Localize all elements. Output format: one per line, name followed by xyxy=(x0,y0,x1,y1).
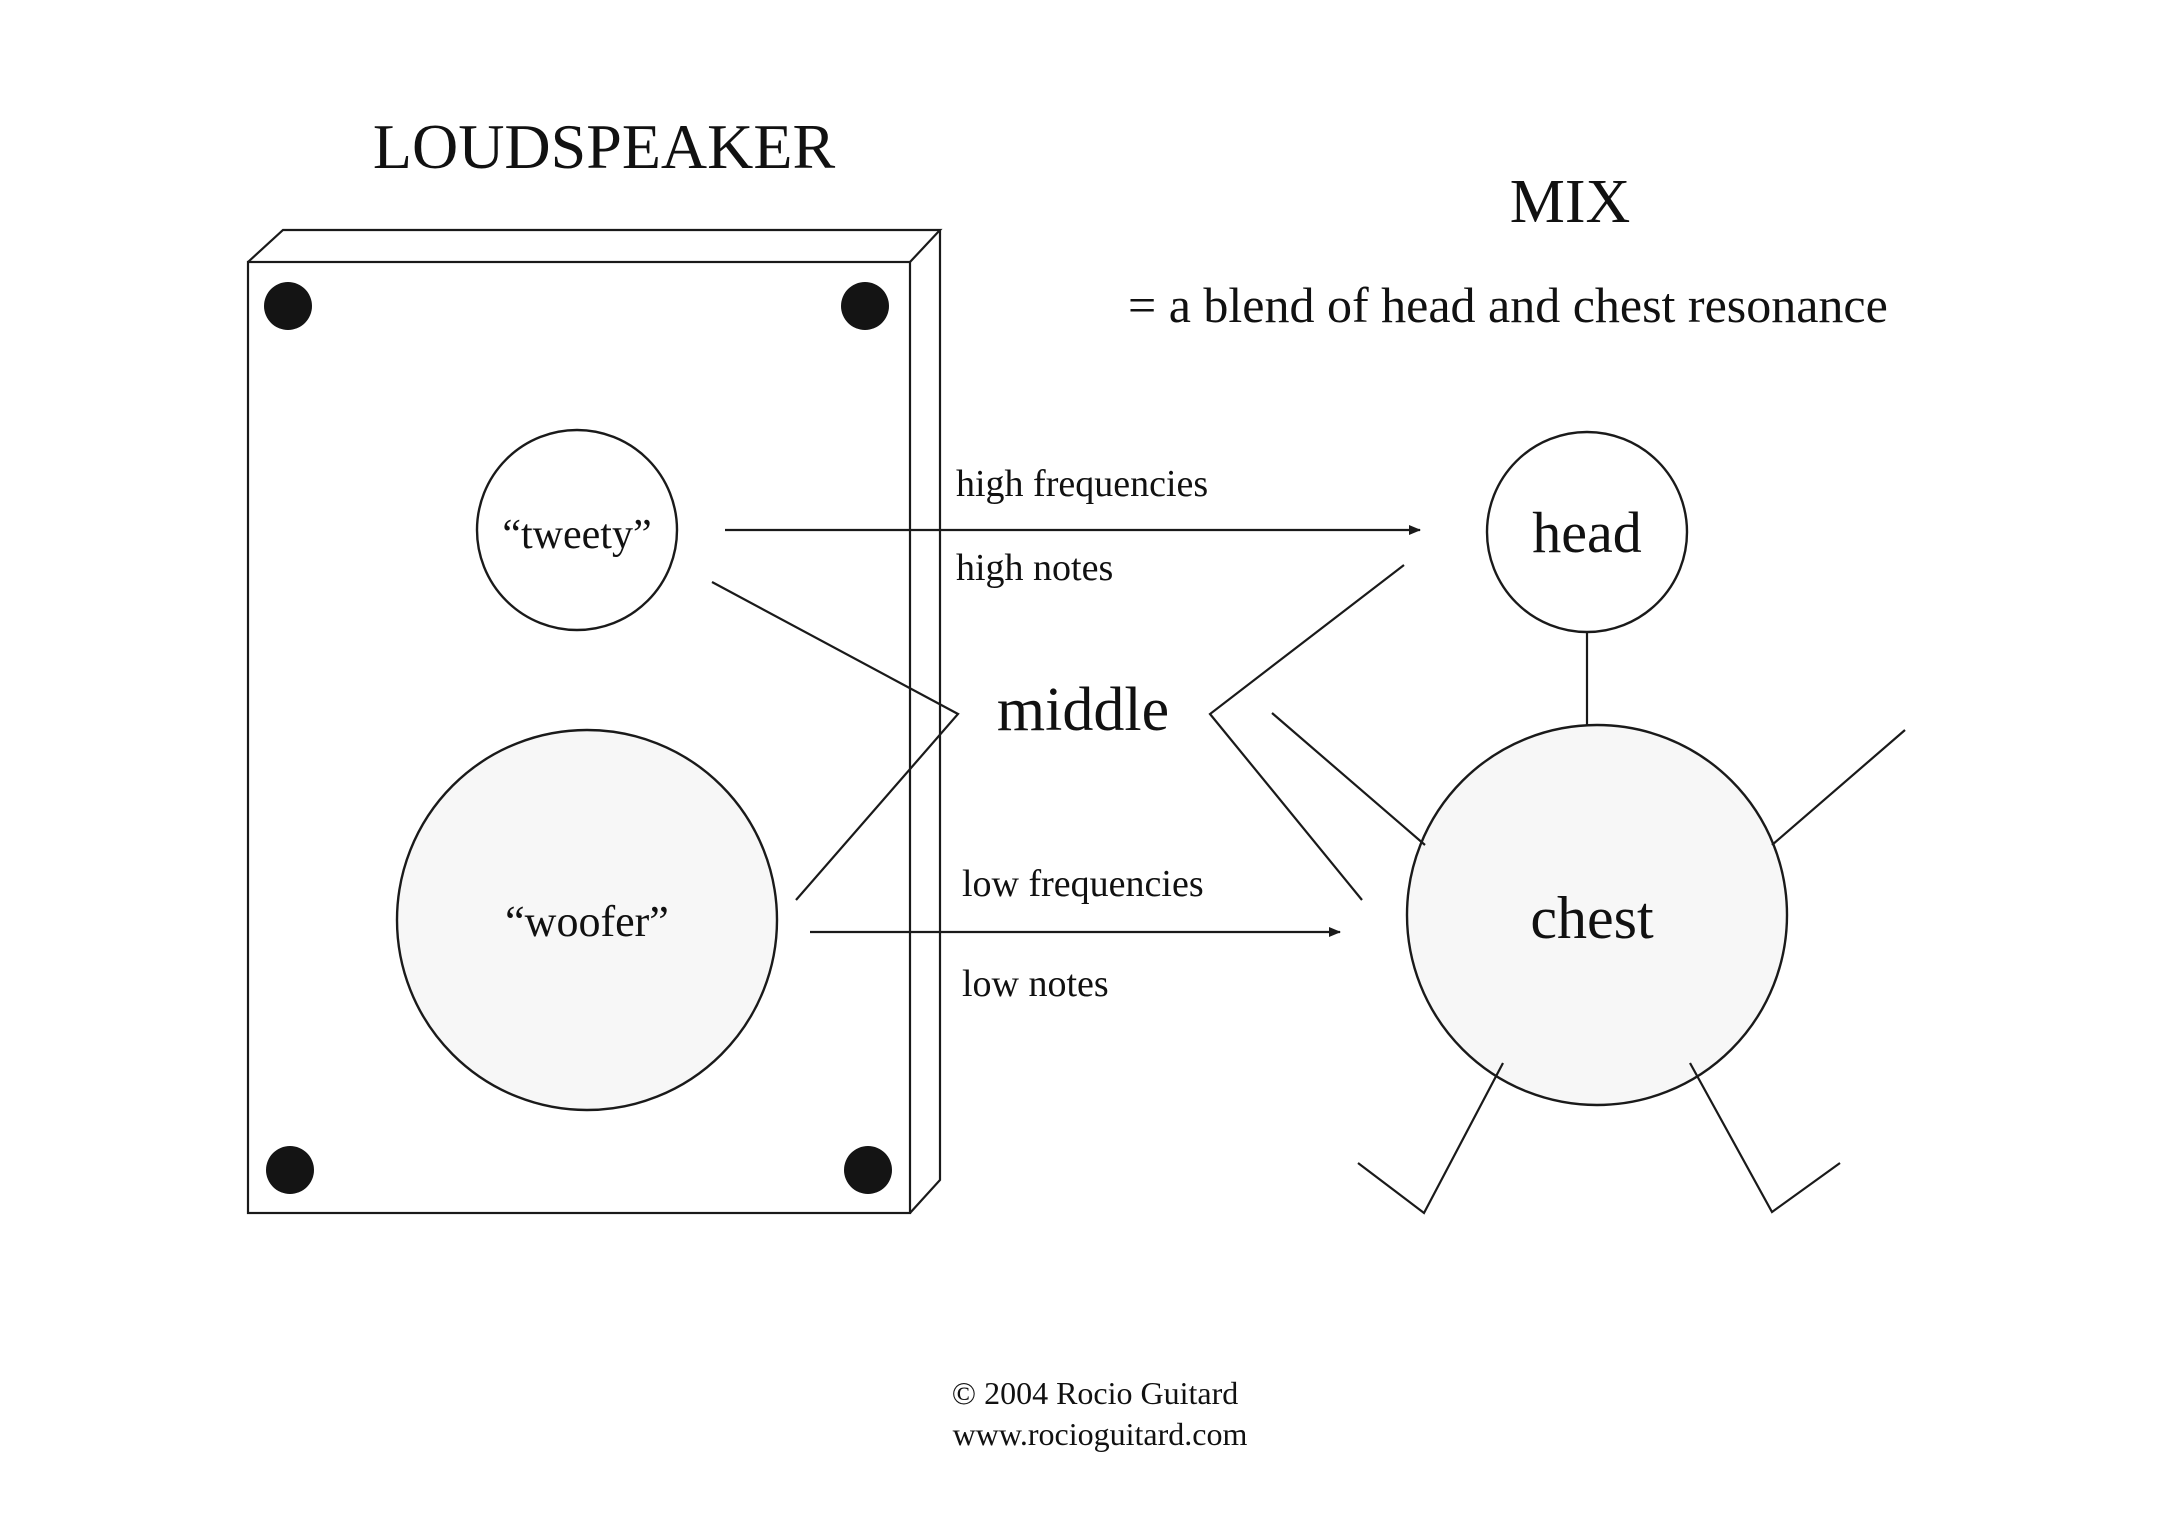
woofer-label: “woofer” xyxy=(505,897,669,946)
website-text: www.rocioguitard.com xyxy=(953,1416,1248,1452)
cabinet-front xyxy=(246,260,912,1215)
mix-subtitle: = a blend of head and chest resonance xyxy=(1128,277,1888,333)
right-arm xyxy=(1771,729,1906,846)
screw-bottom-left xyxy=(266,1146,314,1194)
tweeter-circle xyxy=(475,428,679,632)
screw-bottom-right xyxy=(844,1146,892,1194)
mix-title: MIX xyxy=(1510,168,1631,236)
cabinet-top xyxy=(247,228,943,263)
speaker-cabinet xyxy=(246,228,943,1215)
head-label: head xyxy=(1532,500,1642,565)
high-frequencies-label: high frequencies xyxy=(956,463,1208,505)
low-frequencies-label: low frequencies xyxy=(962,863,1204,905)
middle-right-bracket xyxy=(1208,564,1405,901)
left-arm xyxy=(1271,712,1426,846)
tweeter-label: “tweety” xyxy=(502,512,651,558)
left-leg xyxy=(1357,1062,1504,1215)
chest-label: chest xyxy=(1530,885,1654,951)
woofer-circle xyxy=(395,728,779,1112)
right-leg xyxy=(1689,1062,1841,1214)
cabinet-side xyxy=(909,230,942,1214)
low-notes-label: low notes xyxy=(962,963,1109,1005)
copyright-text: © 2004 Rocio Guitard xyxy=(952,1375,1239,1411)
loudspeaker-title: LOUDSPEAKER xyxy=(373,111,836,182)
middle-label: middle xyxy=(997,676,1169,744)
screw-top-left xyxy=(264,282,312,330)
middle-left-bracket xyxy=(711,581,960,901)
screw-top-right xyxy=(841,282,889,330)
high-notes-label: high notes xyxy=(956,547,1113,589)
chest-circle xyxy=(1405,723,1789,1107)
